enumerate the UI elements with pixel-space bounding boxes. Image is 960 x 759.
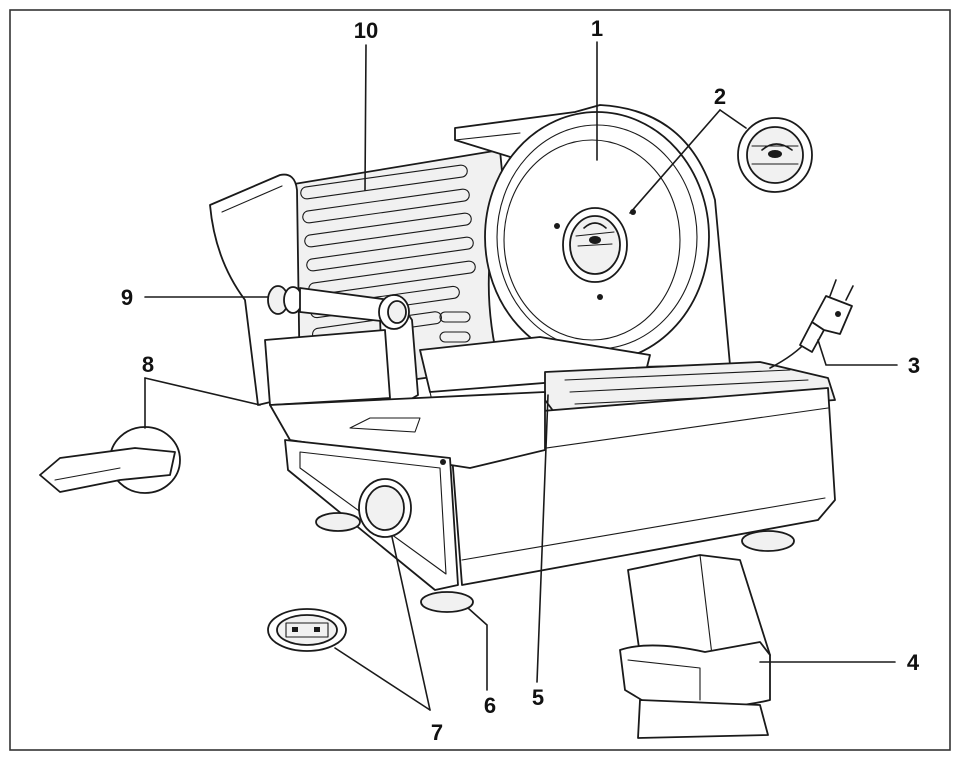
callout-labels: 1 2 3 4 5 6 7 8 9 10: [121, 16, 920, 745]
thickness-knob: [358, 478, 412, 538]
leader-3: [817, 339, 898, 366]
inset-knob-detail: [737, 117, 813, 193]
leader-7b: [391, 536, 431, 711]
carriage-support: [269, 391, 546, 469]
inset-power-switch: [267, 608, 347, 652]
callout-8: 8: [142, 352, 154, 377]
callout-4: 4: [907, 650, 920, 675]
pusher-bar: [267, 285, 410, 330]
callout-1: 1: [591, 16, 603, 41]
leader-2a: [629, 109, 721, 214]
callout-2: 2: [714, 84, 726, 109]
leader-lines: [144, 41, 898, 711]
callout-6: 6: [484, 693, 496, 718]
suction-feet: [315, 512, 795, 613]
callout-10: 10: [354, 18, 378, 43]
slicer-illustration: [209, 104, 854, 613]
leader-5: [536, 394, 549, 683]
blade-center-knob: [562, 207, 628, 283]
leader-8b: [144, 377, 261, 406]
callout-3: 3: [908, 353, 920, 378]
power-cord-plug: [769, 279, 854, 369]
inset-carriage-lock: [619, 554, 771, 739]
leader-2b: [719, 109, 747, 129]
leader-7a: [334, 647, 431, 711]
callout-5: 5: [532, 685, 544, 710]
inset-carriage-handle: [39, 426, 181, 494]
leader-6: [467, 607, 488, 691]
callout-7: 7: [431, 720, 443, 745]
figure-frame: [9, 9, 951, 751]
leader-10: [364, 44, 367, 191]
callout-9: 9: [121, 285, 133, 310]
